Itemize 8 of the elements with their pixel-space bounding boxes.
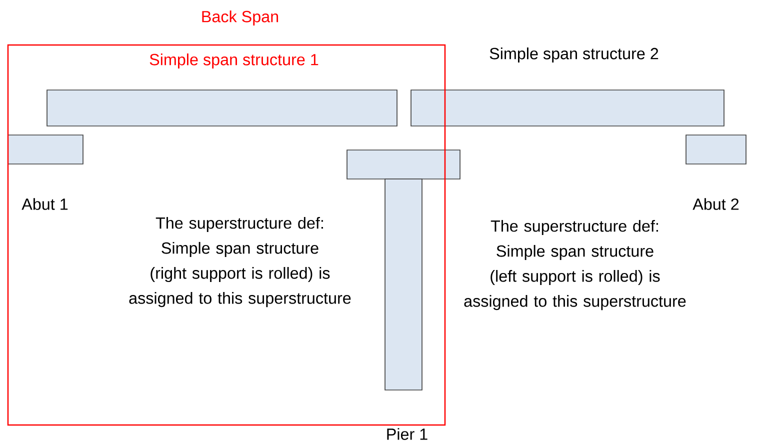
span-frame (7, 10, 446, 426)
description-text: The superstructure def: Simple span structure (left support is rolled) is assigned to this superstructure (464, 220, 686, 310)
span-heading: Back Span (202, 10, 278, 26)
span-label: Simple span structure 2 (490, 47, 658, 63)
span-title: Simple span structure 1 (150, 53, 318, 69)
support-label: Abut 1 (22, 198, 68, 210)
description-text: The superstructure def: Simple span structure (right support is rolled) is assigned to this superstructure (129, 216, 351, 308)
support-label: Abut 2 (692, 198, 739, 210)
